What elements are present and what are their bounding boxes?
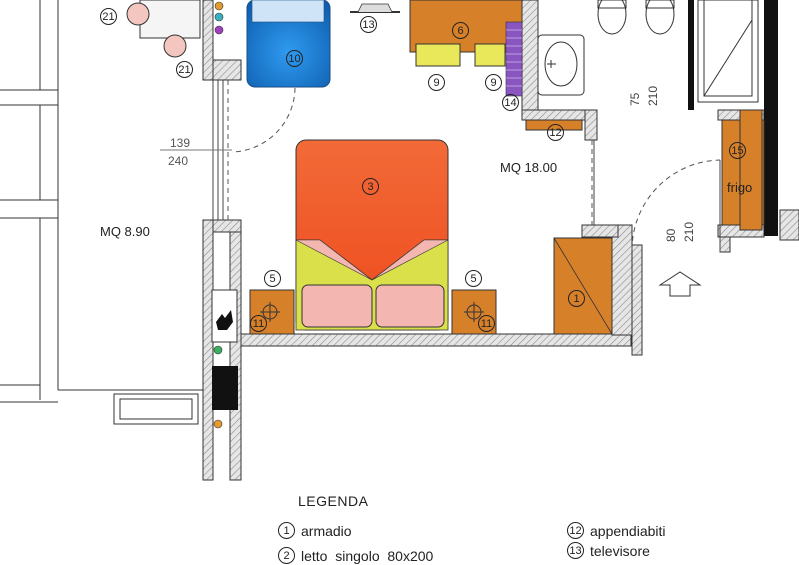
legend-item-label: appendiabiti — [590, 522, 666, 539]
badge-wardrobe: 1 — [568, 290, 585, 307]
legend-item-label: armadio — [301, 522, 352, 539]
dim-bath-door-height: 210 — [646, 85, 660, 106]
dim-bath-door-width: 75 — [628, 92, 642, 106]
badge-lamp-right: 11 — [478, 315, 495, 332]
entry-arrow-icon — [658, 271, 702, 297]
legend-item-number: 1 — [278, 522, 295, 539]
dim-entry-door-height: 210 — [682, 221, 696, 242]
legend-item-label: letto singolo 80x200 — [301, 547, 434, 564]
legend-item-number: 13 — [567, 542, 584, 559]
double-bed — [295, 139, 449, 331]
bathroom-fixtures — [537, 0, 759, 103]
bathroom-divider — [688, 0, 694, 110]
badge-fridge: 15 — [729, 142, 746, 159]
fridge-label: frigo — [727, 180, 753, 195]
badge-single-bed: 10 — [286, 50, 303, 67]
badge-nightstand-right: 5 — [465, 270, 482, 287]
badge-chair-left: 9 — [428, 74, 445, 91]
badge-chair-bottom: 21 — [176, 61, 193, 78]
fridge — [721, 109, 765, 231]
television — [350, 3, 400, 13]
wardrobe — [553, 237, 613, 335]
legend-item: 13 televisore — [567, 542, 650, 559]
legend-item-number: 12 — [567, 522, 584, 539]
legend-item-label: televisore — [590, 542, 650, 559]
structural-column — [764, 0, 778, 236]
badge-coat-rack: 12 — [547, 124, 564, 141]
door-swings — [227, 80, 721, 251]
single-bed — [246, 0, 331, 88]
room-area-left: MQ 8.90 — [100, 224, 150, 239]
dim-entry-door-width: 80 — [664, 228, 678, 242]
legend-item: 2 letto singolo 80x200 — [278, 547, 433, 564]
badge-double-bed: 3 — [362, 178, 379, 195]
dim-window-height: 240 — [168, 154, 189, 168]
badge-chair-top: 21 — [100, 8, 117, 25]
outlets-top — [214, 1, 224, 35]
badge-chair-right: 9 — [485, 74, 502, 91]
legend-title: LEGENDA — [298, 493, 369, 509]
dim-window-width: 139 — [170, 136, 191, 150]
legend-item-number: 2 — [278, 547, 295, 564]
window-frames — [212, 80, 721, 252]
badge-television: 13 — [360, 16, 377, 33]
badge-desk: 6 — [452, 22, 469, 39]
wall-appliances — [211, 289, 238, 429]
dining-table — [126, 0, 201, 58]
room-area-main: MQ 18.00 — [500, 160, 558, 175]
left-structure — [0, 0, 212, 425]
radiator — [505, 21, 523, 97]
badge-radiator: 14 — [502, 94, 519, 111]
badge-lamp-left: 11 — [250, 315, 267, 332]
legend-item: 1 armadio — [278, 522, 352, 539]
legend-item: 12 appendiabiti — [567, 522, 666, 539]
badge-nightstand-left: 5 — [264, 270, 281, 287]
